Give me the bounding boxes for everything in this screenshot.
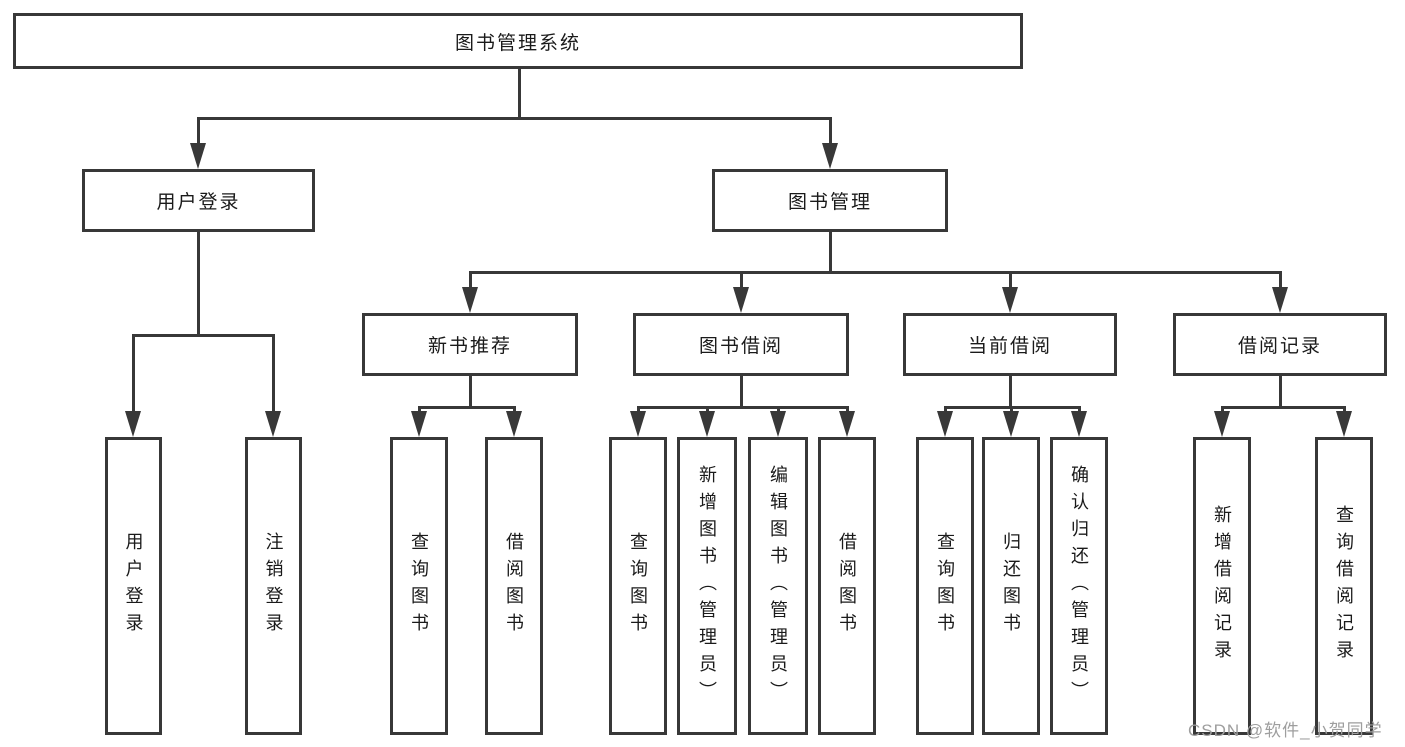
node-current-borrow: 当前借阅 (903, 313, 1117, 376)
connector-line (1279, 271, 1282, 291)
leaf-query-books-borrow: 查询图书 (609, 437, 667, 735)
arrow-down-icon (190, 143, 206, 169)
leaf-label: 注销登录 (263, 532, 284, 640)
arrow-down-icon (462, 287, 478, 313)
node-book-management: 图书管理 (712, 169, 948, 232)
arrow-down-icon (1002, 287, 1018, 313)
arrow-down-icon (1272, 287, 1288, 313)
leaf-borrow-books-recommend: 借阅图书 (485, 437, 543, 735)
arrow-down-icon (699, 411, 715, 437)
csdn-watermark: CSDN @软件_小贺同学 (1188, 721, 1383, 740)
leaf-query-books-recommend: 查询图书 (390, 437, 448, 735)
connector-line (777, 406, 780, 415)
node-new-book-recommend: 新书推荐 (362, 313, 578, 376)
leaf-label: 查询借阅记录 (1334, 505, 1354, 667)
leaf-confirm-return-admin: 确认归还（管理员） (1050, 437, 1108, 735)
leaf-label: 查询图书 (409, 532, 429, 640)
node-borrow-record: 借阅记录 (1173, 313, 1387, 376)
leaf-label: 借阅图书 (504, 532, 524, 640)
connector-line (469, 376, 472, 409)
connector-line (469, 271, 472, 291)
connector-line (637, 406, 640, 415)
arrow-down-icon (125, 411, 141, 437)
connector-line (1078, 406, 1081, 415)
leaf-label: 新增图书（管理员） (697, 464, 717, 708)
node-user-login: 用户登录 (82, 169, 315, 232)
connector-line (740, 271, 743, 291)
connector-line (944, 406, 947, 415)
leaf-add-books-admin: 新增图书（管理员） (677, 437, 737, 735)
leaf-label: 查询图书 (935, 532, 955, 640)
arrow-down-icon (1336, 411, 1352, 437)
leaf-label: 确认归还（管理员） (1069, 464, 1089, 708)
connector-line (272, 334, 275, 414)
arrow-down-icon (506, 411, 522, 437)
node-library-management-system: 图书管理系统 (13, 13, 1023, 69)
connector-line (740, 376, 743, 409)
leaf-label: 借阅图书 (837, 532, 857, 640)
connector-line (197, 117, 831, 120)
arrow-down-icon (822, 143, 838, 169)
connector-line (418, 406, 421, 415)
leaf-logout: 注销登录 (245, 437, 302, 735)
connector-line (197, 117, 200, 146)
arrow-down-icon (1071, 411, 1087, 437)
leaf-label: 查询图书 (628, 532, 648, 640)
connector-line (132, 334, 275, 337)
connector-line (1009, 271, 1012, 291)
leaf-query-books-current: 查询图书 (916, 437, 974, 735)
arrow-down-icon (411, 411, 427, 437)
leaf-label: 归还图书 (1001, 532, 1021, 640)
leaf-label: 新增借阅记录 (1212, 505, 1232, 667)
connector-line (132, 334, 135, 414)
node-book-borrow: 图书借阅 (633, 313, 849, 376)
connector-line (1343, 406, 1346, 415)
connector-line (829, 232, 832, 274)
connector-line (469, 271, 1282, 274)
leaf-return-books: 归还图书 (982, 437, 1040, 735)
leaf-label: 用户登录 (123, 532, 144, 640)
leaf-label: 编辑图书（管理员） (768, 464, 788, 708)
leaf-user-login: 用户登录 (105, 437, 162, 735)
leaf-query-borrow-record: 查询借阅记录 (1315, 437, 1373, 735)
connector-line (1009, 376, 1012, 409)
connector-line (513, 406, 516, 415)
connector-line (846, 406, 849, 415)
connector-line (518, 66, 521, 119)
leaf-edit-books-admin: 编辑图书（管理员） (748, 437, 808, 735)
connector-line (1010, 406, 1013, 415)
arrow-down-icon (1214, 411, 1230, 437)
connector-line (418, 406, 516, 409)
leaf-add-borrow-record: 新增借阅记录 (1193, 437, 1251, 735)
connector-line (197, 232, 200, 337)
connector-line (637, 406, 849, 409)
connector-line (1221, 406, 1346, 409)
connector-line (706, 406, 709, 415)
connector-line (829, 117, 832, 146)
leaf-borrow-books: 借阅图书 (818, 437, 876, 735)
arrow-down-icon (1003, 411, 1019, 437)
arrow-down-icon (733, 287, 749, 313)
arrow-down-icon (839, 411, 855, 437)
arrow-down-icon (265, 411, 281, 437)
arrow-down-icon (770, 411, 786, 437)
arrow-down-icon (937, 411, 953, 437)
connector-line (1221, 406, 1224, 415)
arrow-down-icon (630, 411, 646, 437)
connector-line (1279, 376, 1282, 409)
